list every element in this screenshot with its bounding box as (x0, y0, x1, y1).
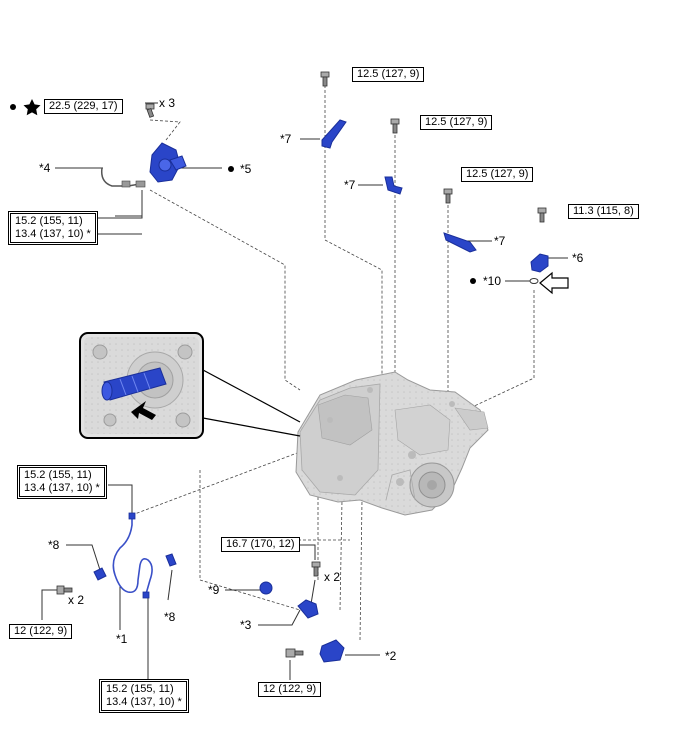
callout-part-4: *4 (39, 161, 51, 175)
torque-top-2: 12.5 (127, 9) (420, 115, 493, 130)
part-10-gasket (529, 278, 539, 284)
part-7c-bracket (443, 232, 477, 253)
bolt-top-3 (443, 188, 453, 204)
stud-bolt-detail (101, 367, 167, 401)
torque-16: 16.7 (170, 12) (221, 537, 300, 552)
bolts (56, 71, 547, 658)
torque-tube-middle-line2: 13.4 (137, 10) * (24, 482, 100, 494)
torque-tube-top: 15.2 (155, 11) 13.4 (137, 10) * (8, 211, 98, 245)
bolt-12b (285, 648, 304, 658)
bolt-top-2 (390, 118, 400, 134)
callout-part-7b: *7 (344, 178, 356, 192)
part-3-bracket (297, 599, 319, 619)
torque-tube-bottom-line1: 15.2 (155, 11) (106, 683, 174, 695)
callout-part-8a: *8 (48, 538, 60, 552)
callout-part-10: *10 (483, 274, 502, 288)
blue-parts (93, 119, 549, 663)
callout-part-5: *5 (240, 162, 252, 176)
torque-tube-middle-line1: 15.2 (155, 11) (24, 469, 92, 481)
torque-tube-middle: 15.2 (155, 11) 13.4 (137, 10) * (17, 465, 107, 499)
torque-tube-top-line2: 13.4 (137, 10) * (15, 228, 91, 240)
callout-part-6: *6 (572, 251, 584, 265)
qty-x3: x 3 (159, 96, 176, 110)
bolt-top-1 (320, 71, 330, 87)
part-8a-clamp (93, 567, 107, 581)
part-4-flexible-hose (100, 167, 146, 188)
bullet-icon (10, 104, 16, 110)
bolt-right (537, 207, 547, 223)
qty-x2-bottom: x 2 (324, 570, 341, 584)
part-7a-bracket (321, 119, 347, 149)
callout-part-8b: *8 (164, 610, 176, 624)
bullet-icon (228, 166, 234, 172)
callout-part-7a: *7 (280, 132, 292, 146)
part-8b-clamp (165, 553, 177, 567)
callout-part-2: *2 (385, 649, 397, 663)
callout-part-1: *1 (116, 632, 128, 646)
bolt-12a (56, 585, 73, 595)
leader-lines (41, 102, 568, 682)
part-7b-bracket (384, 176, 403, 195)
qty-x2-left: x 2 (68, 593, 85, 607)
insert-direction-arrow-icon (131, 401, 156, 420)
torque-tube-bottom-line2: 13.4 (137, 10) * (106, 696, 182, 708)
torque-top-1: 12.5 (127, 9) (352, 67, 425, 82)
bolt-star (145, 103, 155, 118)
torque-tube-bottom: 15.2 (155, 11) 13.4 (137, 10) * (99, 679, 189, 713)
part-1-clutch-line (112, 512, 153, 599)
part-6-clip (530, 253, 549, 273)
transaxle-housing (295, 371, 489, 516)
bolt-16 (311, 561, 321, 577)
callout-part-3: *3 (240, 618, 252, 632)
part-2-bracket (319, 639, 345, 663)
part-5-clutch-release-cylinder (149, 142, 187, 183)
callout-part-7c: *7 (494, 234, 506, 248)
detail-inset (79, 332, 301, 439)
guide-lines (131, 85, 535, 641)
torque-tube-top-line1: 15.2 (155, 11) (15, 215, 83, 227)
callout-part-9: *9 (208, 583, 220, 597)
torque-12-bottom: 12 (122, 9) (258, 682, 322, 697)
torque-top-3: 12.5 (127, 9) (461, 167, 534, 182)
arrow-outline-icon (539, 271, 569, 295)
part-9-plug (259, 581, 273, 595)
torque-right: 11.3 (115, 8) (568, 204, 639, 219)
star-icon (23, 99, 41, 116)
torque-12-left: 12 (122, 9) (9, 624, 73, 639)
bullet-icon (470, 278, 476, 284)
torque-star: 22.5 (229, 17) (44, 99, 123, 114)
